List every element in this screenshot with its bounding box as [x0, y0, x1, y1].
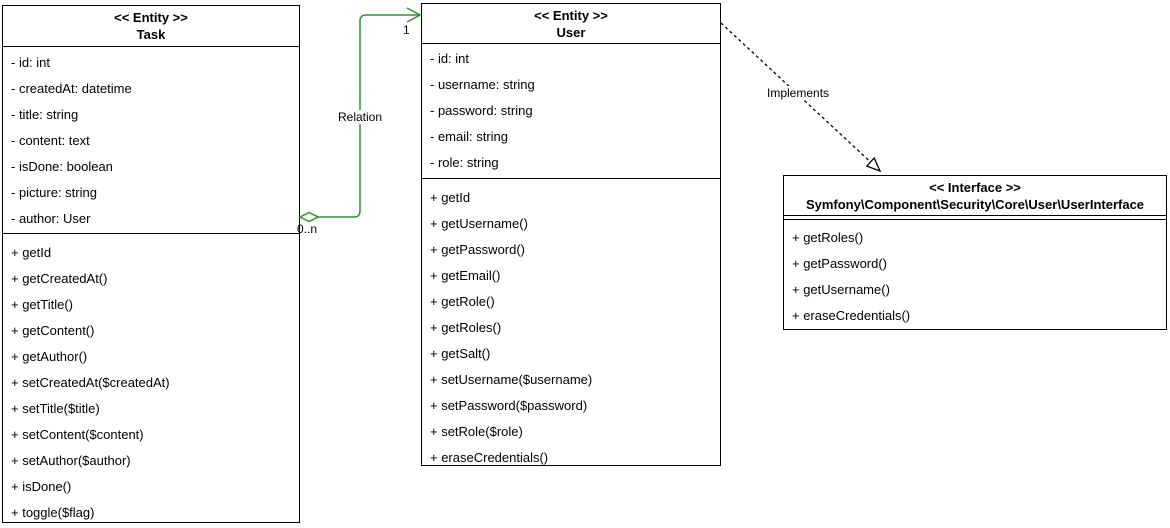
- class-task-header: << Entity >> Task: [3, 6, 299, 47]
- method-row: + setRole($role): [430, 424, 523, 439]
- method-row: + getId: [430, 190, 471, 205]
- attribute-row: - isDone: boolean: [11, 159, 113, 174]
- method-row: + setPassword($password): [430, 398, 588, 413]
- method-row: + getUsername(): [430, 216, 528, 231]
- attribute-row: - content: text: [11, 133, 90, 148]
- attribute-row: - id: int: [430, 51, 470, 66]
- class-user-interface-header: << Interface >> Symfony\Component\Securi…: [784, 176, 1166, 216]
- class-user-attributes: - id: int - username: string - password: s…: [422, 44, 720, 179]
- method-row: + setUsername($username): [430, 372, 593, 387]
- relation-edge-label[interactable]: Relation: [336, 110, 384, 124]
- method-row: + getEmail(): [430, 268, 501, 283]
- relation-source-multiplicity: 0..n: [297, 222, 318, 236]
- method-row: + getPassword(): [792, 256, 888, 271]
- method-row: + getCreatedAt(): [11, 271, 108, 286]
- method-row: + setTitle($title): [11, 401, 100, 416]
- method-row: + getAuthor(): [11, 349, 88, 364]
- class-user-interface-name: Symfony\Component\Security\Core\User\Use…: [805, 197, 1145, 212]
- class-user-interface-stereotype: << Interface >>: [929, 180, 1021, 195]
- method-row: + getContent(): [11, 323, 95, 338]
- method-row: + getRoles(): [792, 230, 864, 245]
- class-user[interactable]: << Entity >> User - id: int - username: s…: [421, 3, 721, 466]
- implements-edge-label[interactable]: Implements: [766, 86, 831, 100]
- attribute-row: - username: string: [430, 77, 535, 92]
- class-user-stereotype: << Entity >>: [534, 8, 608, 23]
- class-user-interface[interactable]: << Interface >> Symfony\Component\Securi…: [783, 175, 1167, 330]
- class-task-methods: + getId + getCreatedAt() + getTitle() + get…: [3, 234, 299, 522]
- class-task-name: Task: [136, 27, 166, 42]
- attribute-row: - author: User: [11, 211, 91, 226]
- method-row: + eraseCredentials(): [792, 308, 911, 323]
- method-row: + eraseCredentials(): [430, 450, 549, 465]
- class-user-header: << Entity >> User: [422, 4, 720, 44]
- method-row: + getPassword(): [430, 242, 526, 257]
- attribute-row: - id: int: [11, 55, 51, 70]
- class-task-attributes: - id: int - createdAt: datetime - title: s…: [3, 47, 299, 234]
- class-task-stereotype: << Entity >>: [114, 10, 188, 25]
- method-row: + setCreatedAt($createdAt): [11, 375, 170, 390]
- attribute-row: - email: string: [430, 129, 509, 144]
- attribute-row: - title: string: [11, 107, 79, 122]
- method-row: + setContent($content): [11, 427, 144, 442]
- method-row: + isDone(): [11, 479, 72, 494]
- method-row: + getId: [11, 245, 52, 260]
- method-row: + getRole(): [430, 294, 495, 309]
- method-row: + toggle($flag): [11, 505, 95, 520]
- attribute-row: - role: string: [430, 155, 499, 170]
- attribute-row: - picture: string: [11, 185, 97, 200]
- method-row: + getUsername(): [792, 282, 890, 297]
- class-task[interactable]: << Entity >> Task - id: int - createdAt: …: [2, 5, 300, 523]
- method-row: + getTitle(): [11, 297, 74, 312]
- class-user-interface-methods: + getRoles() + getPassword() + getUsername…: [784, 220, 1166, 329]
- interface-double-rule: [784, 216, 1166, 220]
- open-arrow-icon: [406, 7, 422, 23]
- realization-triangle-icon: [865, 156, 882, 173]
- attribute-row: - createdAt: datetime: [11, 81, 132, 96]
- aggregation-diamond-icon: [298, 211, 320, 223]
- class-user-methods: + getId + getUsername() + getPassword() + g…: [422, 179, 720, 465]
- method-row: + getSalt(): [430, 346, 491, 361]
- method-row: + setAuthor($author): [11, 453, 131, 468]
- relation-target-multiplicity: 1: [403, 23, 410, 37]
- attribute-row: - password: string: [430, 103, 533, 118]
- method-row: + getRoles(): [430, 320, 502, 335]
- class-user-name: User: [556, 25, 586, 40]
